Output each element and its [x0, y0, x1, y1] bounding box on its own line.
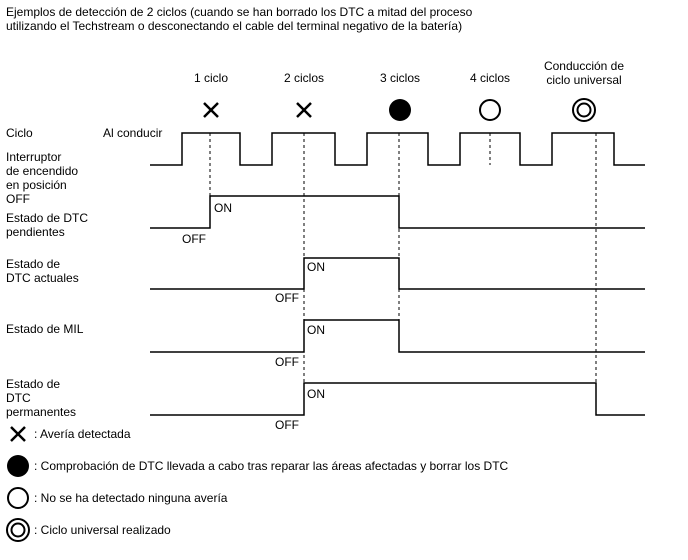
- cycle-5-label-1: Conducción de: [544, 59, 624, 73]
- legend-3-open-icon: [7, 487, 29, 509]
- mil-row-label: Estado de MIL: [6, 322, 84, 336]
- cycle-4-label: 4 ciclos: [470, 71, 510, 85]
- permanent-row-label-2: DTC: [6, 391, 31, 405]
- legend-1-cross-icon: [10, 426, 26, 442]
- legend-2-filled-icon: [7, 455, 29, 477]
- diagram-title-line-2: utilizando el Techstream o desconectando…: [6, 19, 462, 33]
- pending-off-label: OFF: [182, 232, 206, 246]
- permanent-row-label-1: Estado de: [6, 377, 60, 391]
- diagram-title-line-1: Ejemplos de detección de 2 ciclos (cuand…: [6, 5, 473, 19]
- permanent-row-label-3: permanentes: [6, 405, 76, 419]
- permanent-waveform: [150, 382, 645, 416]
- signal-waveforms: [150, 132, 645, 416]
- cycle-2-label: 2 ciclos: [284, 71, 324, 85]
- pending-row-label-3: pendientes: [6, 225, 65, 239]
- legend-1-text: : Avería detectada: [34, 427, 131, 441]
- current-row-label-2: DTC actuales: [6, 271, 79, 285]
- legend-2-text: : Comprobación de DTC llevada a cabo tra…: [34, 459, 509, 473]
- ignition-row-label-3: en posición: [6, 178, 67, 192]
- ignition-row-label-2: de encendido: [6, 164, 78, 178]
- cycle-4-open-icon: [479, 99, 501, 121]
- row-labels: Ciclo Al conducir Interruptor de encendi…: [6, 126, 162, 419]
- legend-4-text: : Ciclo universal realizado: [34, 523, 171, 537]
- legend-4-double-icon: [6, 518, 30, 542]
- timing-markers: [209, 133, 597, 415]
- cycle-2-cross-icon: [296, 102, 312, 118]
- cycle-3-filled-icon: [389, 99, 411, 121]
- mil-off-label: OFF: [275, 355, 299, 369]
- cycle-3-label: 3 ciclos: [380, 71, 420, 85]
- current-off-label: OFF: [275, 291, 299, 305]
- cycle-1-label: 1 ciclo: [194, 71, 228, 85]
- cycle-5-double-icon: [572, 98, 596, 122]
- cycle-5-label-2: ciclo universal: [546, 73, 621, 87]
- ciclo-row-note: Al conducir: [103, 126, 162, 140]
- cycle-headers: 1 ciclo 2 ciclos 3 ciclos 4 ciclos Conducció…: [194, 59, 624, 122]
- mil-waveform: [150, 319, 645, 353]
- current-waveform: [150, 257, 645, 290]
- ciclo-waveform: [150, 132, 645, 166]
- pending-row-label-2: Estado de DTC: [6, 211, 88, 225]
- ignition-row-label-1: Interruptor: [6, 150, 61, 164]
- legend: : Avería detectada : Comprobación de DTC …: [6, 426, 509, 542]
- cycle-1-cross-icon: [203, 102, 219, 118]
- pending-row-label-1: OFF: [6, 192, 30, 206]
- current-on-label: ON: [307, 260, 325, 274]
- pending-on-label: ON: [214, 201, 232, 215]
- ciclo-row-label: Ciclo: [6, 126, 33, 140]
- permanent-off-label: OFF: [275, 418, 299, 432]
- current-row-label-1: Estado de: [6, 257, 60, 271]
- permanent-on-label: ON: [307, 387, 325, 401]
- legend-3-text: : No se ha detectado ninguna avería: [34, 491, 228, 505]
- mil-on-label: ON: [307, 323, 325, 337]
- state-labels: ON OFF ON OFF ON OFF ON OFF: [182, 201, 325, 432]
